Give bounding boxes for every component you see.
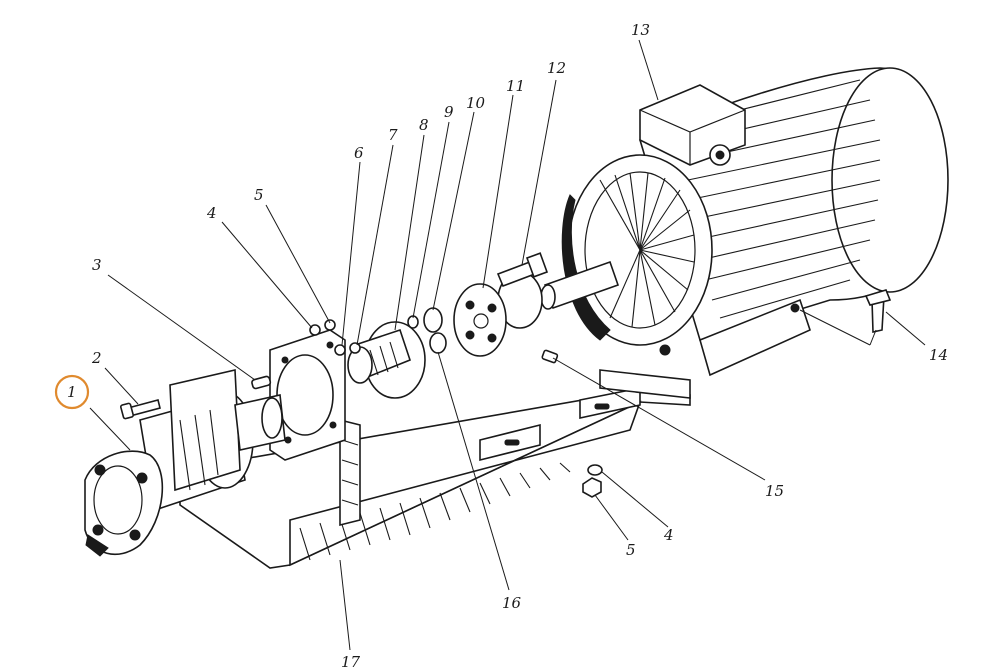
callout-4-lower: 4 (663, 526, 674, 544)
electric-motor (540, 67, 949, 377)
callout-6: 6 (354, 144, 364, 162)
callout-7: 7 (388, 126, 398, 144)
callout-17: 17 (341, 653, 361, 671)
bolt-12 (496, 252, 549, 288)
callout-14: 14 (929, 346, 948, 364)
bolt-2 (120, 399, 161, 420)
callout-15: 15 (765, 482, 784, 500)
coupling-half-pump (347, 307, 447, 399)
callout-10: 10 (466, 94, 486, 112)
callout-8: 8 (419, 116, 429, 134)
callout-2: 2 (91, 349, 102, 367)
lower-nut-washer (582, 464, 603, 498)
callout-3: 3 (92, 256, 102, 274)
callout-1-highlight-ring (54, 374, 90, 410)
base-frame (179, 369, 691, 569)
leader-lines (89, 39, 926, 651)
callout-1: 1 (67, 383, 77, 401)
callout-12: 12 (547, 59, 566, 77)
callout-5-upper: 5 (254, 186, 264, 204)
callout-5-lower: 5 (626, 541, 636, 559)
set-screw-15 (541, 349, 559, 364)
bolt-14 (864, 289, 892, 333)
callout-13: 13 (631, 21, 650, 39)
callout-16: 16 (502, 594, 522, 612)
mounting-flange (251, 319, 361, 461)
callout-labels: 1 2 3 4 5 6 7 8 9 10 11 12 13 14 15 4 5 … (67, 21, 948, 671)
callout-4-upper: 4 (206, 204, 217, 222)
gear-pump (84, 369, 286, 557)
callout-9: 9 (444, 103, 454, 121)
callout-11: 11 (506, 77, 525, 95)
coupling-half-motor (453, 271, 543, 357)
